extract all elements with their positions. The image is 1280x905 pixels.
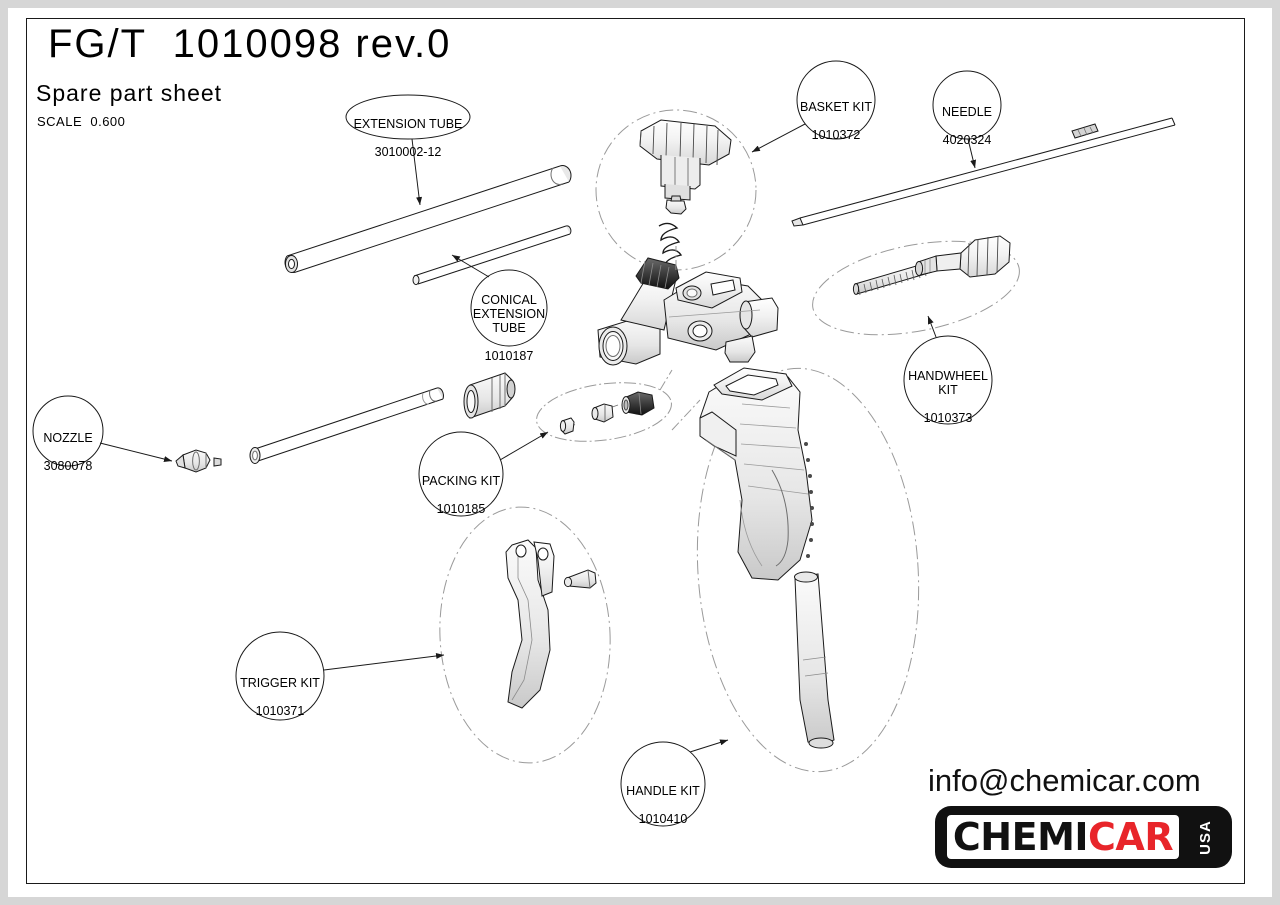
part-tube-coupler: [463, 372, 516, 419]
balloon-conical-extension-tube: [470, 269, 548, 347]
part-needle: [791, 117, 1176, 227]
balloon-trigger-kit: [235, 631, 325, 721]
logo-plate: CHEMICAR: [947, 815, 1179, 859]
logo-text-car: CAR: [1088, 815, 1174, 859]
balloon-nozzle: [32, 395, 104, 467]
assembly-packing-kit: [536, 382, 672, 442]
assembly-handle-kit: [696, 367, 920, 773]
part-lower-tube: [249, 387, 444, 464]
contact-email: info@chemicar.com: [928, 763, 1201, 798]
balloon-extension-tube: [345, 94, 471, 140]
assembly-handwheel-kit: [812, 235, 1020, 336]
scale-label: SCALE 0.600: [37, 114, 126, 129]
balloon-handwheel-kit: [903, 335, 993, 425]
chemicar-logo: CHEMICAR USA: [935, 806, 1232, 868]
part-main-body: [597, 257, 779, 366]
assembly-trigger-kit: [439, 506, 611, 764]
part-extension-tube: [284, 165, 572, 273]
part-conical-extension-tube: [412, 225, 572, 286]
page-title: FG/T 1010098 rev.0: [48, 22, 452, 66]
balloon-packing-kit: [418, 431, 504, 517]
balloon-basket-kit: [796, 60, 876, 140]
logo-text-chemi: CHEMI: [952, 815, 1089, 859]
logo-usa-badge: USA: [1196, 819, 1214, 855]
part-nozzle: [175, 449, 222, 473]
sheet-subtitle: Spare part sheet: [36, 80, 223, 106]
logo-wordmark: CHEMICAR: [952, 815, 1174, 859]
balloon-needle: [932, 70, 1002, 140]
balloon-handle-kit: [620, 741, 706, 827]
